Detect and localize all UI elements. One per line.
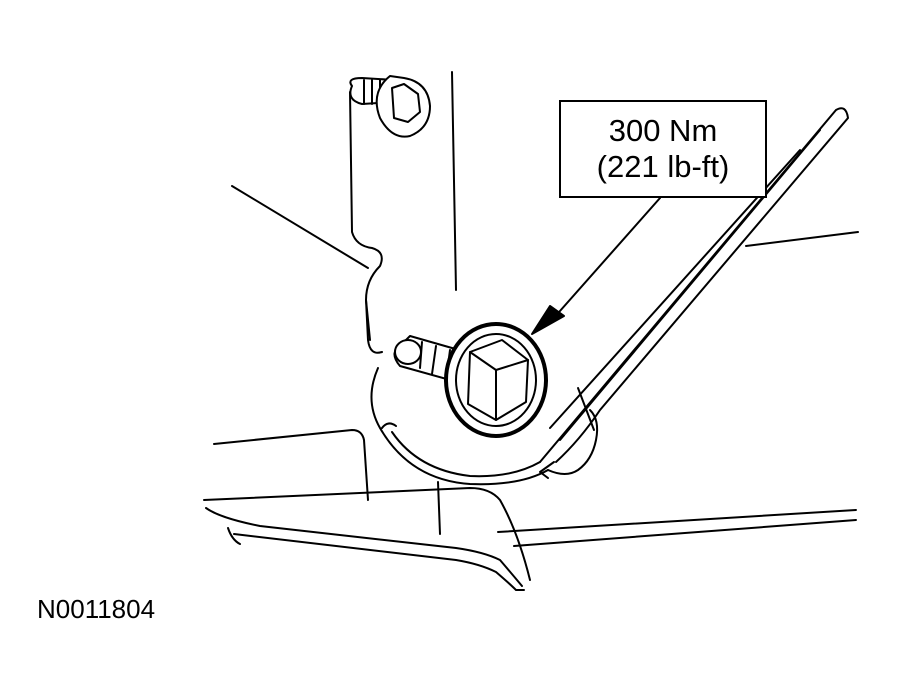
- leader-arrow: [531, 197, 661, 335]
- torque-metric-label: 300 Nm: [608, 113, 718, 148]
- figure-number: N0011804: [37, 594, 156, 624]
- body-panel-right: [497, 231, 859, 547]
- upper-stud: [349, 75, 431, 138]
- torque-callout-box: 300 Nm (221 lb-ft): [559, 100, 767, 198]
- torque-imperial-label: (221 lb-ft): [596, 149, 730, 184]
- floor-pan: [203, 429, 531, 591]
- reference-line: [231, 185, 369, 269]
- curved-arm: [370, 367, 549, 486]
- bracket-plate: [349, 71, 457, 354]
- lower-bolt: [393, 322, 548, 438]
